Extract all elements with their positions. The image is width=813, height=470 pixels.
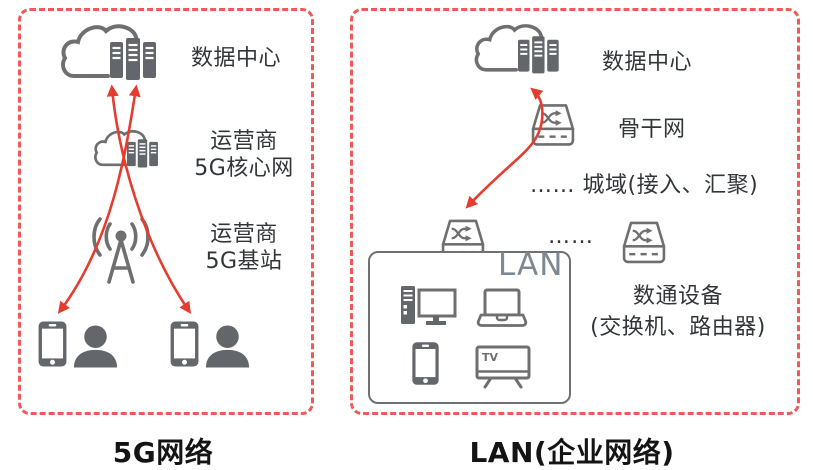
datacenter-label: 数据中心 xyxy=(191,46,282,71)
smartphone-icon xyxy=(169,320,200,368)
base-station-label-line2: 5G基站 xyxy=(205,249,283,274)
5g-network-title: 5G网络 xyxy=(112,436,214,469)
ellipsis-label: …… xyxy=(548,224,594,249)
metro-label: …… 城域(接入、汇聚) xyxy=(530,173,759,198)
smartphone-icon xyxy=(411,340,440,387)
device-label: 数通设备 (交换机、路由器) xyxy=(572,281,784,343)
desktop-pc-icon xyxy=(399,285,457,330)
device-label-line1: 数通设备 xyxy=(632,284,723,309)
backbone-switch-icon xyxy=(527,100,579,156)
core-network-label-line1: 运营商 xyxy=(210,129,278,154)
datacenter-label: 数据中心 xyxy=(602,50,693,75)
core-network-label: 运营商 5G核心网 xyxy=(183,128,305,182)
cloud-datacenter-icon xyxy=(472,22,564,84)
lan-network-title: LAN(企业网络) xyxy=(469,436,675,469)
backbone-label: 骨干网 xyxy=(618,117,686,142)
cloud-core-network-icon xyxy=(92,128,162,176)
cloud-datacenter-icon xyxy=(58,22,162,92)
base-station-label-line1: 运营商 xyxy=(210,222,278,247)
lan-label: LAN xyxy=(498,247,564,283)
lan-network-panel xyxy=(350,8,800,415)
person-icon xyxy=(72,324,119,368)
tv-icon: TV xyxy=(475,345,531,389)
tv-screen-label: TV xyxy=(482,351,499,364)
smartphone-icon xyxy=(37,320,68,368)
lan-boundary-box xyxy=(368,251,571,404)
laptop-icon xyxy=(476,288,528,328)
base-station-antenna-icon xyxy=(84,216,158,284)
peer-switch-icon xyxy=(618,218,670,273)
5g-network-panel xyxy=(18,8,314,415)
base-station-label: 运营商 5G基站 xyxy=(188,221,300,275)
device-label-line2: (交换机、路由器) xyxy=(590,315,766,340)
core-network-label-line2: 5G核心网 xyxy=(194,156,294,181)
person-icon xyxy=(204,324,251,368)
